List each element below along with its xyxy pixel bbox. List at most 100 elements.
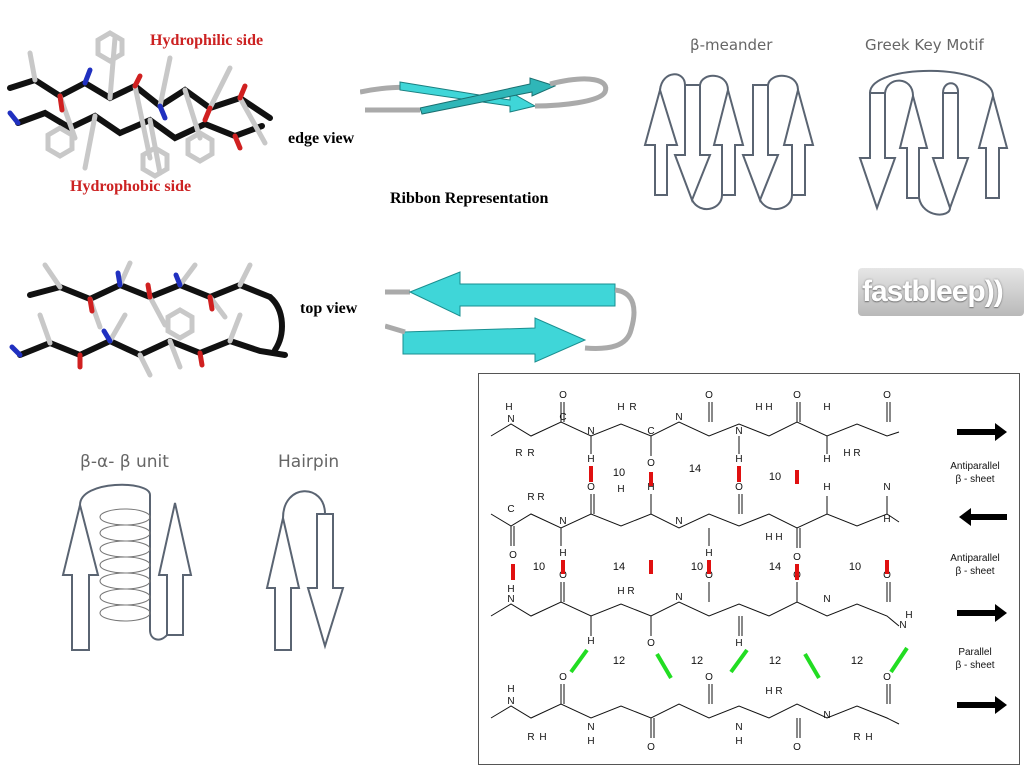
- svg-text:O: O: [647, 742, 655, 753]
- ring-size-r2-2: 14: [613, 561, 625, 573]
- svg-text:O: O: [559, 390, 567, 401]
- ring-size-r3-4: 12: [851, 655, 863, 667]
- fastbleep-logo-text: fastbleep)): [862, 275, 1004, 308]
- svg-text:H: H: [735, 454, 742, 465]
- svg-text:N: N: [823, 594, 830, 605]
- svg-text:H: H: [617, 402, 624, 413]
- svg-text:O: O: [883, 672, 891, 683]
- svg-text:N: N: [823, 710, 830, 721]
- svg-text:H: H: [765, 532, 772, 543]
- svg-text:H: H: [507, 684, 514, 695]
- legend-3-line2: β - sheet: [955, 660, 995, 671]
- ring-size-r3-1: 12: [613, 655, 625, 667]
- legend-1-line2: β - sheet: [955, 474, 995, 485]
- strand3-arrow-right-icon: [957, 604, 1007, 622]
- svg-text:R: R: [853, 732, 860, 743]
- beta-meander-diagram: [643, 73, 815, 210]
- svg-text:N: N: [587, 426, 594, 437]
- top-view-label: top view: [300, 300, 358, 317]
- edge-view-label: edge view: [288, 130, 355, 147]
- svg-text:O: O: [793, 552, 801, 563]
- svg-text:N: N: [507, 414, 514, 425]
- svg-text:H: H: [539, 732, 546, 743]
- svg-text:R: R: [853, 448, 860, 459]
- svg-text:H: H: [905, 610, 912, 621]
- hydrophilic-label: Hydrophilic side: [150, 32, 264, 49]
- legend-3-line1: Parallel: [958, 647, 992, 658]
- svg-text:H: H: [505, 402, 512, 413]
- edge-view-ribbon: [360, 76, 609, 115]
- svg-text:R: R: [515, 448, 522, 459]
- svg-text:R: R: [775, 686, 782, 697]
- bab-unit-title: β-α- β unit: [80, 452, 169, 472]
- legend-antiparallel-2: Antiparallel β - sheet: [935, 552, 1015, 578]
- ring-size-r1-1: 10: [613, 467, 625, 479]
- svg-text:H: H: [775, 532, 782, 543]
- svg-text:O: O: [735, 482, 743, 493]
- svg-text:R: R: [629, 402, 636, 413]
- hairpin-diagram: [265, 490, 345, 651]
- ring-size-r2-3: 10: [691, 561, 703, 573]
- svg-text:H: H: [617, 586, 624, 597]
- svg-text:H: H: [735, 638, 742, 649]
- ring-size-r1-3: 10: [769, 471, 781, 483]
- svg-text:H: H: [765, 686, 772, 697]
- svg-text:H: H: [823, 482, 830, 493]
- legend-2-line2: β - sheet: [955, 566, 995, 577]
- svg-text:N: N: [675, 592, 682, 603]
- svg-text:O: O: [509, 550, 517, 561]
- svg-text:H: H: [765, 402, 772, 413]
- svg-text:O: O: [559, 570, 567, 581]
- ring-size-r1-2: 14: [689, 463, 701, 475]
- legend-2-line1: Antiparallel: [950, 553, 1000, 564]
- svg-text:N: N: [883, 482, 890, 493]
- svg-text:O: O: [647, 458, 655, 469]
- strand4-arrow-right-icon: [957, 696, 1007, 714]
- svg-text:O: O: [705, 390, 713, 401]
- ring-size-r3-2: 12: [691, 655, 703, 667]
- legend-1-line1: Antiparallel: [950, 461, 1000, 472]
- svg-text:R: R: [527, 492, 534, 503]
- strand2-arrow-left-icon: [959, 508, 1007, 526]
- svg-text:H: H: [843, 448, 850, 459]
- hydrophobic-label: Hydrophobic side: [70, 178, 192, 195]
- svg-text:H: H: [647, 482, 654, 493]
- ribbon-representation-label: Ribbon Representation: [390, 190, 549, 207]
- legend-antiparallel-1: Antiparallel β - sheet: [935, 460, 1015, 486]
- svg-text:N: N: [735, 426, 742, 437]
- svg-text:H: H: [705, 548, 712, 559]
- fastbleep-logo: fastbleep)): [858, 268, 1024, 316]
- svg-text:N: N: [675, 516, 682, 527]
- greek-key-diagram: [858, 69, 1009, 216]
- svg-text:C: C: [507, 504, 514, 515]
- svg-text:H: H: [559, 548, 566, 559]
- svg-text:H: H: [883, 514, 890, 525]
- svg-text:H: H: [617, 484, 624, 495]
- beta-meander-title: β-meander: [690, 36, 773, 54]
- svg-text:N: N: [675, 412, 682, 423]
- svg-text:O: O: [793, 390, 801, 401]
- svg-text:H: H: [823, 454, 830, 465]
- ring-size-r3-3: 12: [769, 655, 781, 667]
- ring-size-r2-4: 14: [769, 561, 781, 573]
- svg-text:N: N: [507, 594, 514, 605]
- svg-text:O: O: [793, 742, 801, 753]
- ring-size-r2-1: 10: [533, 561, 545, 573]
- svg-text:O: O: [587, 482, 595, 493]
- top-view-ribbon: [385, 271, 637, 363]
- svg-text:H: H: [735, 736, 742, 747]
- svg-text:N: N: [899, 620, 906, 631]
- svg-text:H: H: [587, 454, 594, 465]
- strand1-arrow-right-icon: [957, 423, 1007, 441]
- svg-text:H: H: [587, 736, 594, 747]
- svg-text:N: N: [507, 696, 514, 707]
- svg-text:N: N: [559, 516, 566, 527]
- legend-parallel: Parallel β - sheet: [935, 646, 1015, 672]
- svg-text:C: C: [647, 426, 654, 437]
- svg-text:H: H: [755, 402, 762, 413]
- svg-text:O: O: [647, 638, 655, 649]
- svg-text:R: R: [537, 492, 544, 503]
- svg-text:C: C: [559, 412, 566, 423]
